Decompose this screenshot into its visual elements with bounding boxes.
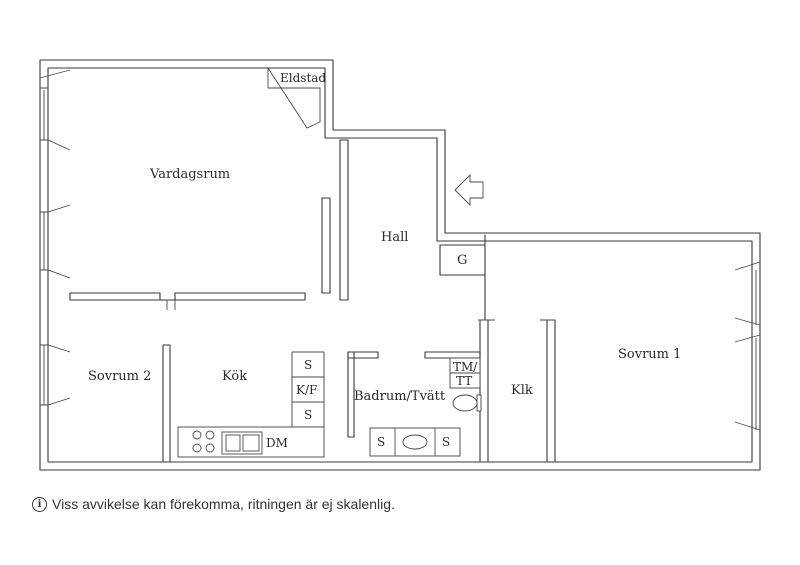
label-dm: DM [266, 436, 288, 450]
fridge-freezer [291, 351, 325, 428]
windows [39, 69, 761, 431]
label-tt: TT [456, 374, 472, 388]
footnote: i Viss avvikelse kan förekomma, ritninge… [32, 496, 395, 512]
footnote-text: Viss avvikelse kan förekomma, ritningen … [52, 496, 395, 512]
label-badrum: Badrum/Tvätt [354, 389, 446, 404]
label-sovrum2: Sovrum 2 [88, 369, 151, 384]
info-icon: i [32, 496, 47, 512]
label-bad-s-left: S [377, 435, 385, 449]
label-hall: Hall [381, 230, 408, 245]
label-kok-s-bottom: S [304, 408, 312, 422]
bath-fixtures [369, 357, 482, 457]
label-kok: Kök [222, 369, 247, 384]
label-sovrum1: Sovrum 1 [618, 347, 681, 362]
entrance-arrow-icon [454, 173, 484, 207]
label-kok-kf: K/F [296, 383, 317, 397]
counter [177, 426, 325, 458]
bath-counter [369, 427, 461, 457]
toilet [452, 394, 478, 412]
label-kok-s-top: S [304, 358, 312, 372]
label-tm: TM/ [453, 360, 478, 374]
label-klk: Klk [511, 383, 533, 398]
label-bad-s-right: S [442, 435, 450, 449]
eldstad-corner [267, 66, 321, 129]
interior-walls [69, 139, 556, 463]
kitchen-fixtures [177, 351, 325, 458]
label-garderob: G [457, 253, 467, 268]
outer-walls [39, 59, 761, 471]
label-eldstad: Eldstad [280, 71, 326, 85]
label-vardagsrum: Vardagsrum [149, 167, 230, 182]
